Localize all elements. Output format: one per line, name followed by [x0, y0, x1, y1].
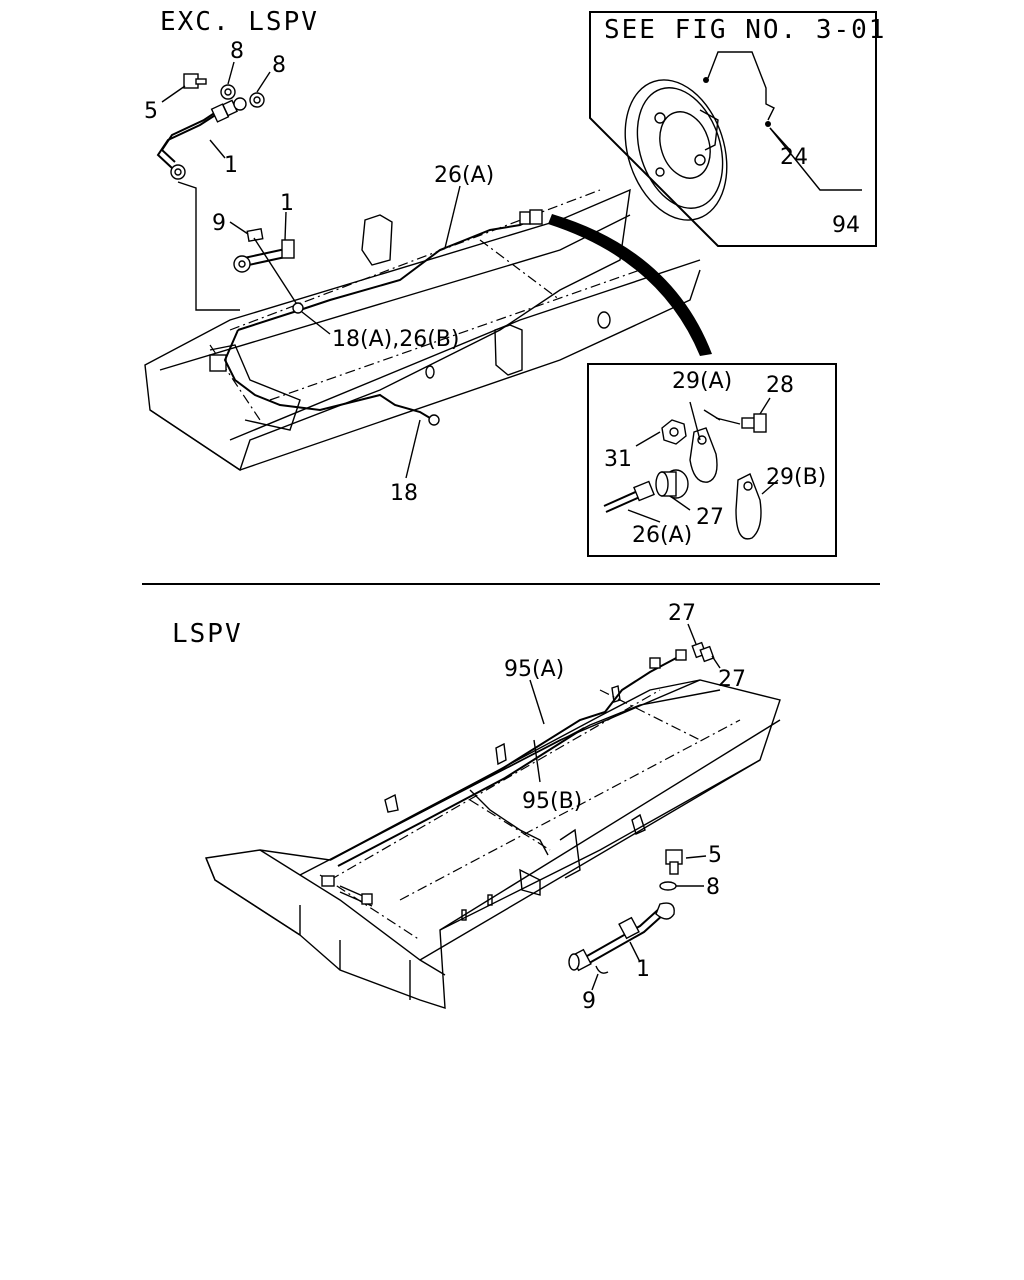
chassis-frame-bottom — [205, 679, 781, 1009]
label-26a-detail: 26(A) — [632, 523, 692, 548]
brake-pipe-26a — [237, 217, 536, 331]
lspv-valve — [321, 875, 373, 907]
label-27-detail: 27 — [696, 505, 724, 530]
section-title-lspv: LSPV — [172, 619, 243, 649]
banjo-bolt-5 — [183, 73, 207, 89]
label-28: 28 — [766, 373, 794, 398]
brake-pipe-95b — [337, 727, 585, 867]
label-8a-top: 8 — [230, 39, 244, 64]
banjo-bolt-5-bottom — [665, 849, 683, 875]
flex-hose-1-bottom — [568, 902, 675, 974]
label-27a-bottom: 27 — [668, 601, 696, 626]
label-9-top: 9 — [212, 211, 226, 236]
label-18-top: 18 — [390, 481, 418, 506]
detail-arrow — [548, 214, 712, 356]
label-8-bottom: 8 — [706, 875, 720, 900]
label-27b-bottom: 27 — [718, 667, 746, 692]
label-26a-top: 26(A) — [434, 163, 494, 188]
flex-hose-1 — [156, 99, 238, 180]
label-95a: 95(A) — [504, 657, 564, 682]
clip-27 — [691, 641, 715, 663]
label-18a-26b: 18(A),26(B) — [332, 327, 459, 352]
flex-hose-installed — [233, 228, 304, 314]
label-31: 31 — [604, 447, 632, 472]
inset-reference-text: SEE FIG NO. 3-01 — [604, 15, 886, 45]
label-1b-top: 1 — [280, 191, 294, 216]
label-24: 24 — [780, 145, 808, 170]
label-5-bottom: 5 — [708, 843, 722, 868]
label-1a-top: 1 — [224, 153, 238, 178]
label-29b: 29(B) — [766, 465, 826, 490]
washer-8-bottom — [659, 881, 677, 891]
backing-plate — [624, 79, 728, 221]
label-8b-top: 8 — [272, 53, 286, 78]
reference-inset: SEE FIG NO. 3-01 24 94 — [589, 11, 886, 247]
section-title-exc-lspv: EXC. LSPV — [160, 7, 319, 37]
clip-detail-inset — [587, 363, 837, 557]
label-9-bottom: 9 — [582, 989, 596, 1014]
brake-pipe-95a — [329, 655, 681, 861]
label-1-bottom: 1 — [636, 957, 650, 982]
label-29a: 29(A) — [672, 369, 732, 394]
label-5-top: 5 — [144, 99, 158, 124]
label-94: 94 — [832, 213, 860, 238]
label-95b: 95(B) — [522, 789, 582, 814]
